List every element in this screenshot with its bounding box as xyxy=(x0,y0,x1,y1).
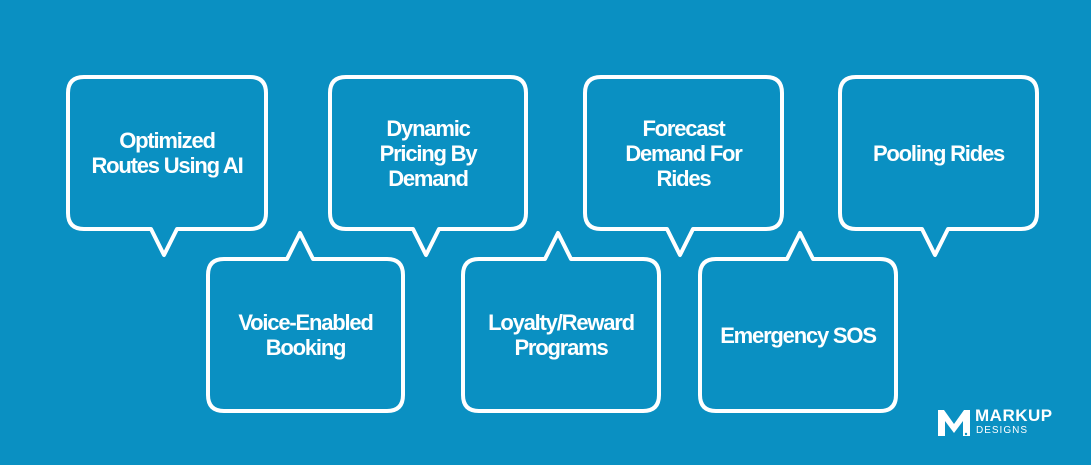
bubble-label-voice-enabled-booking: Voice-Enabled Booking xyxy=(238,310,374,360)
bubble-label-optimized-routes: Optimized Routes Using AI xyxy=(91,128,243,178)
speech-bubble-voice-enabled-booking xyxy=(206,231,405,413)
bubble-label-forecast-demand: Forecast Demand For Rides xyxy=(625,115,743,191)
speech-bubble-forecast-demand xyxy=(583,75,784,257)
bubble-label-pooling-rides: Pooling Rides xyxy=(872,140,1005,166)
speech-bubble-dynamic-pricing xyxy=(328,75,528,257)
logo-m-icon xyxy=(938,410,970,439)
logo-word-markup: MARKUP xyxy=(975,406,1053,425)
speech-bubble-loyalty-reward xyxy=(461,231,661,413)
bubble-label-loyalty-reward: Loyalty/Reward Programs xyxy=(488,310,635,360)
bubble-label-emergency-sos: Emergency SOS xyxy=(720,322,877,348)
bubble-label-dynamic-pricing: Dynamic Pricing By Demand xyxy=(379,115,478,191)
speech-bubble-optimized-routes xyxy=(66,75,268,257)
speech-bubble-emergency-sos xyxy=(698,231,898,413)
markup-designs-logo: MARKUP DESIGNS xyxy=(934,402,1054,442)
logo-word-designs: DESIGNS xyxy=(976,425,1029,436)
speech-bubble-pooling-rides xyxy=(838,75,1039,257)
